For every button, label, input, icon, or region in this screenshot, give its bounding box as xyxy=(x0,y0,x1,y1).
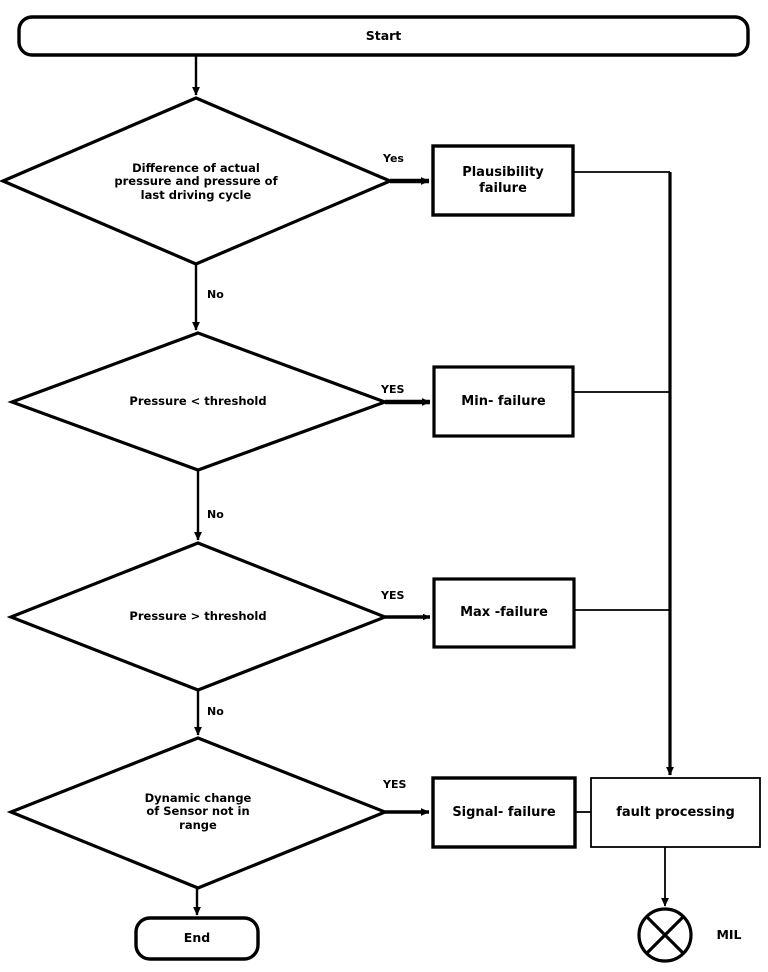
mil-cross-line-b xyxy=(645,915,685,955)
decision-plausibility-shape xyxy=(0,96,395,266)
decision-max-shape xyxy=(6,541,390,692)
start-shape xyxy=(17,15,750,57)
decision-min-shape xyxy=(7,331,390,472)
min-failure-shape xyxy=(432,365,575,438)
plausibility-failure-shape xyxy=(431,144,575,217)
decision-dynamic-shape xyxy=(6,736,390,890)
signal-failure-shape xyxy=(431,776,577,849)
end-shape xyxy=(134,916,260,961)
max-failure-shape xyxy=(432,577,576,649)
fault-processing-shape xyxy=(590,777,761,848)
